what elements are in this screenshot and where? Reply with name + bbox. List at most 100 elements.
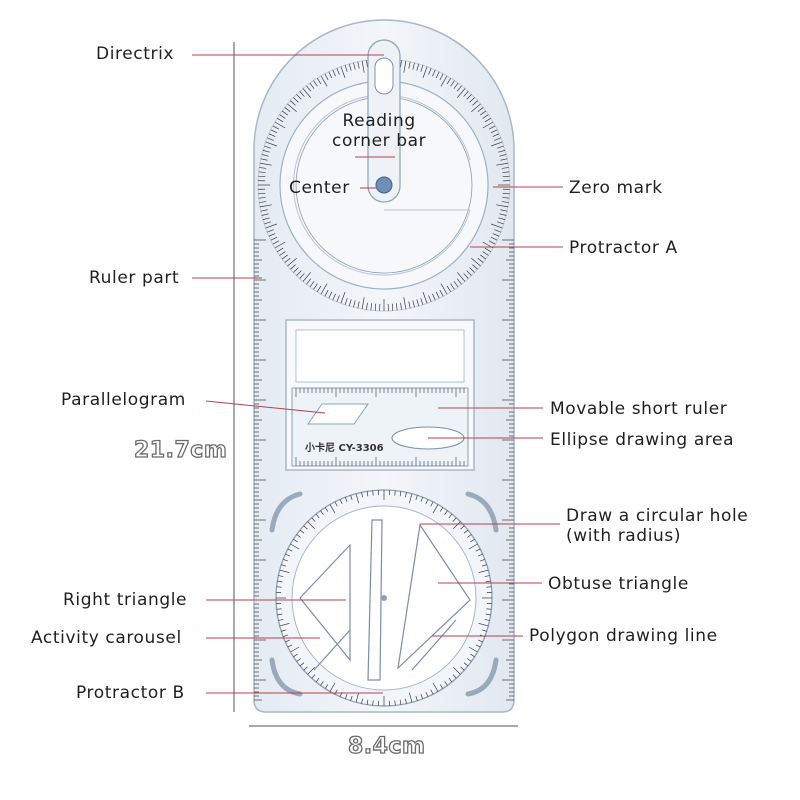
protractor-b-tick	[355, 493, 359, 504]
protractor-a-tick	[492, 133, 500, 137]
protractor-b-tick	[277, 580, 283, 583]
protractor-a-tick	[290, 264, 296, 270]
protractor-b-tick	[285, 639, 291, 643]
protractor-b-tick	[463, 662, 469, 667]
protractor-a-tick	[284, 107, 291, 113]
protractor-b-tick	[405, 698, 407, 704]
center-pivot	[375, 176, 393, 194]
protractor-a-tick	[488, 240, 496, 245]
protractor-a-tick	[492, 233, 500, 237]
protractor-b-tick	[394, 490, 396, 496]
protractor-b-tick	[463, 529, 469, 534]
protractor-b-tick	[444, 681, 448, 686]
protractor-b-tick	[334, 501, 338, 507]
protractor-a-tick	[499, 154, 507, 157]
protractor-b-tick	[372, 490, 374, 496]
protractor-a-tick	[290, 100, 296, 106]
protractor-a-tick	[494, 229, 501, 233]
protractor-a-tick	[408, 301, 411, 309]
protractor-b-tick	[355, 692, 359, 703]
protractor-b-tick	[344, 497, 348, 502]
protractor-a-tick	[287, 258, 297, 267]
protractor-b-tick	[279, 569, 290, 573]
protractor-a-tick	[272, 125, 280, 130]
protractor-b-tick	[372, 700, 374, 706]
protractor-b-tick	[290, 646, 300, 653]
polygon-line	[313, 629, 351, 671]
protractor-a-tick	[258, 171, 266, 173]
label-ruler-part: Ruler part	[89, 268, 180, 288]
protractor-a-tick	[428, 295, 432, 302]
protractor-a-tick	[332, 293, 336, 301]
protractor-b-tick	[287, 644, 293, 648]
window-opening	[295, 329, 465, 383]
protractor-b-tick	[320, 510, 324, 515]
protractor-a-tick	[500, 158, 508, 161]
protractor-b-tick	[276, 608, 282, 610]
protractor-b-tick	[283, 558, 288, 562]
protractor-b-tick	[485, 613, 491, 616]
protractor-b-tick	[320, 681, 324, 686]
protractor-a-tick	[313, 283, 318, 290]
protractor-a-tick	[422, 66, 428, 78]
protractor-a-tick	[466, 270, 472, 276]
protractor-a-tick	[279, 251, 286, 256]
protractor-b-tick	[484, 575, 490, 577]
protractor-a-tick	[268, 133, 276, 137]
protractor-b-tick	[453, 521, 461, 529]
protractor-b-tick	[281, 564, 287, 567]
protractor-b-tick	[278, 619, 284, 621]
protractor-a-tick	[500, 209, 508, 212]
protractor-b-tick	[350, 495, 353, 501]
protractor-b-tick	[405, 492, 407, 498]
protractor-b-tick	[299, 529, 305, 534]
protractor-a-tick	[309, 281, 315, 288]
protractor-b-tick	[394, 700, 396, 706]
protractor-a-tick	[262, 149, 270, 153]
dimension-width: 8.4cm	[347, 733, 426, 759]
protractor-b-tick	[361, 492, 363, 498]
protractor-a-tick	[272, 240, 280, 245]
label-center: Center	[289, 178, 350, 198]
protractor-b-tick	[399, 491, 402, 497]
protractor-a-tick	[403, 60, 407, 73]
protractor-a-tick	[457, 272, 466, 282]
protractor-b-tick	[478, 623, 489, 627]
protractor-a-tick	[416, 299, 420, 307]
protractor-b-tick	[470, 653, 475, 658]
protractor-a-tick	[488, 125, 496, 130]
protractor-a-tick	[260, 158, 268, 161]
label-zero-mark: Zero mark	[569, 178, 663, 198]
corner-slot	[465, 657, 499, 697]
protractor-b-tick	[361, 698, 363, 704]
label-ellipse-drawing-area: Ellipse drawing area	[550, 430, 735, 450]
corner-slot	[269, 491, 303, 533]
protractor-a-tick	[435, 291, 440, 299]
label-movable-short-ruler: Movable short ruler	[550, 399, 728, 419]
protractor-b-tick	[287, 548, 293, 552]
protractor-a-tick	[270, 129, 278, 134]
protractor-a-tick	[471, 258, 481, 267]
protractor-a-tick	[302, 88, 311, 98]
protractor-a-tick	[463, 91, 469, 97]
protractor-b-tick	[460, 525, 465, 530]
protractor-b-tick	[448, 677, 453, 683]
protractor-a-tick	[264, 221, 271, 225]
protractor-a-tick	[261, 213, 269, 216]
protractor-a-tick	[261, 154, 269, 157]
protractor-a-tick	[484, 247, 492, 253]
protractor-b-tick	[283, 634, 288, 638]
protractor-a-tick	[450, 80, 455, 87]
protractor-a-tick	[496, 162, 509, 166]
protractor-a-tick	[299, 273, 305, 279]
protractor-a-tick	[281, 254, 288, 260]
protractor-a-tick	[440, 283, 448, 295]
label-directrix: Directrix	[96, 44, 175, 64]
protractor-a-slot	[293, 94, 471, 276]
carousel-pivot	[381, 595, 387, 601]
protractor-b-tick	[477, 553, 483, 557]
protractor-a-tick	[293, 267, 299, 273]
protractor-b-tick	[425, 499, 429, 505]
protractor-b-tick	[324, 684, 329, 689]
protractor-a-tick	[502, 171, 510, 173]
